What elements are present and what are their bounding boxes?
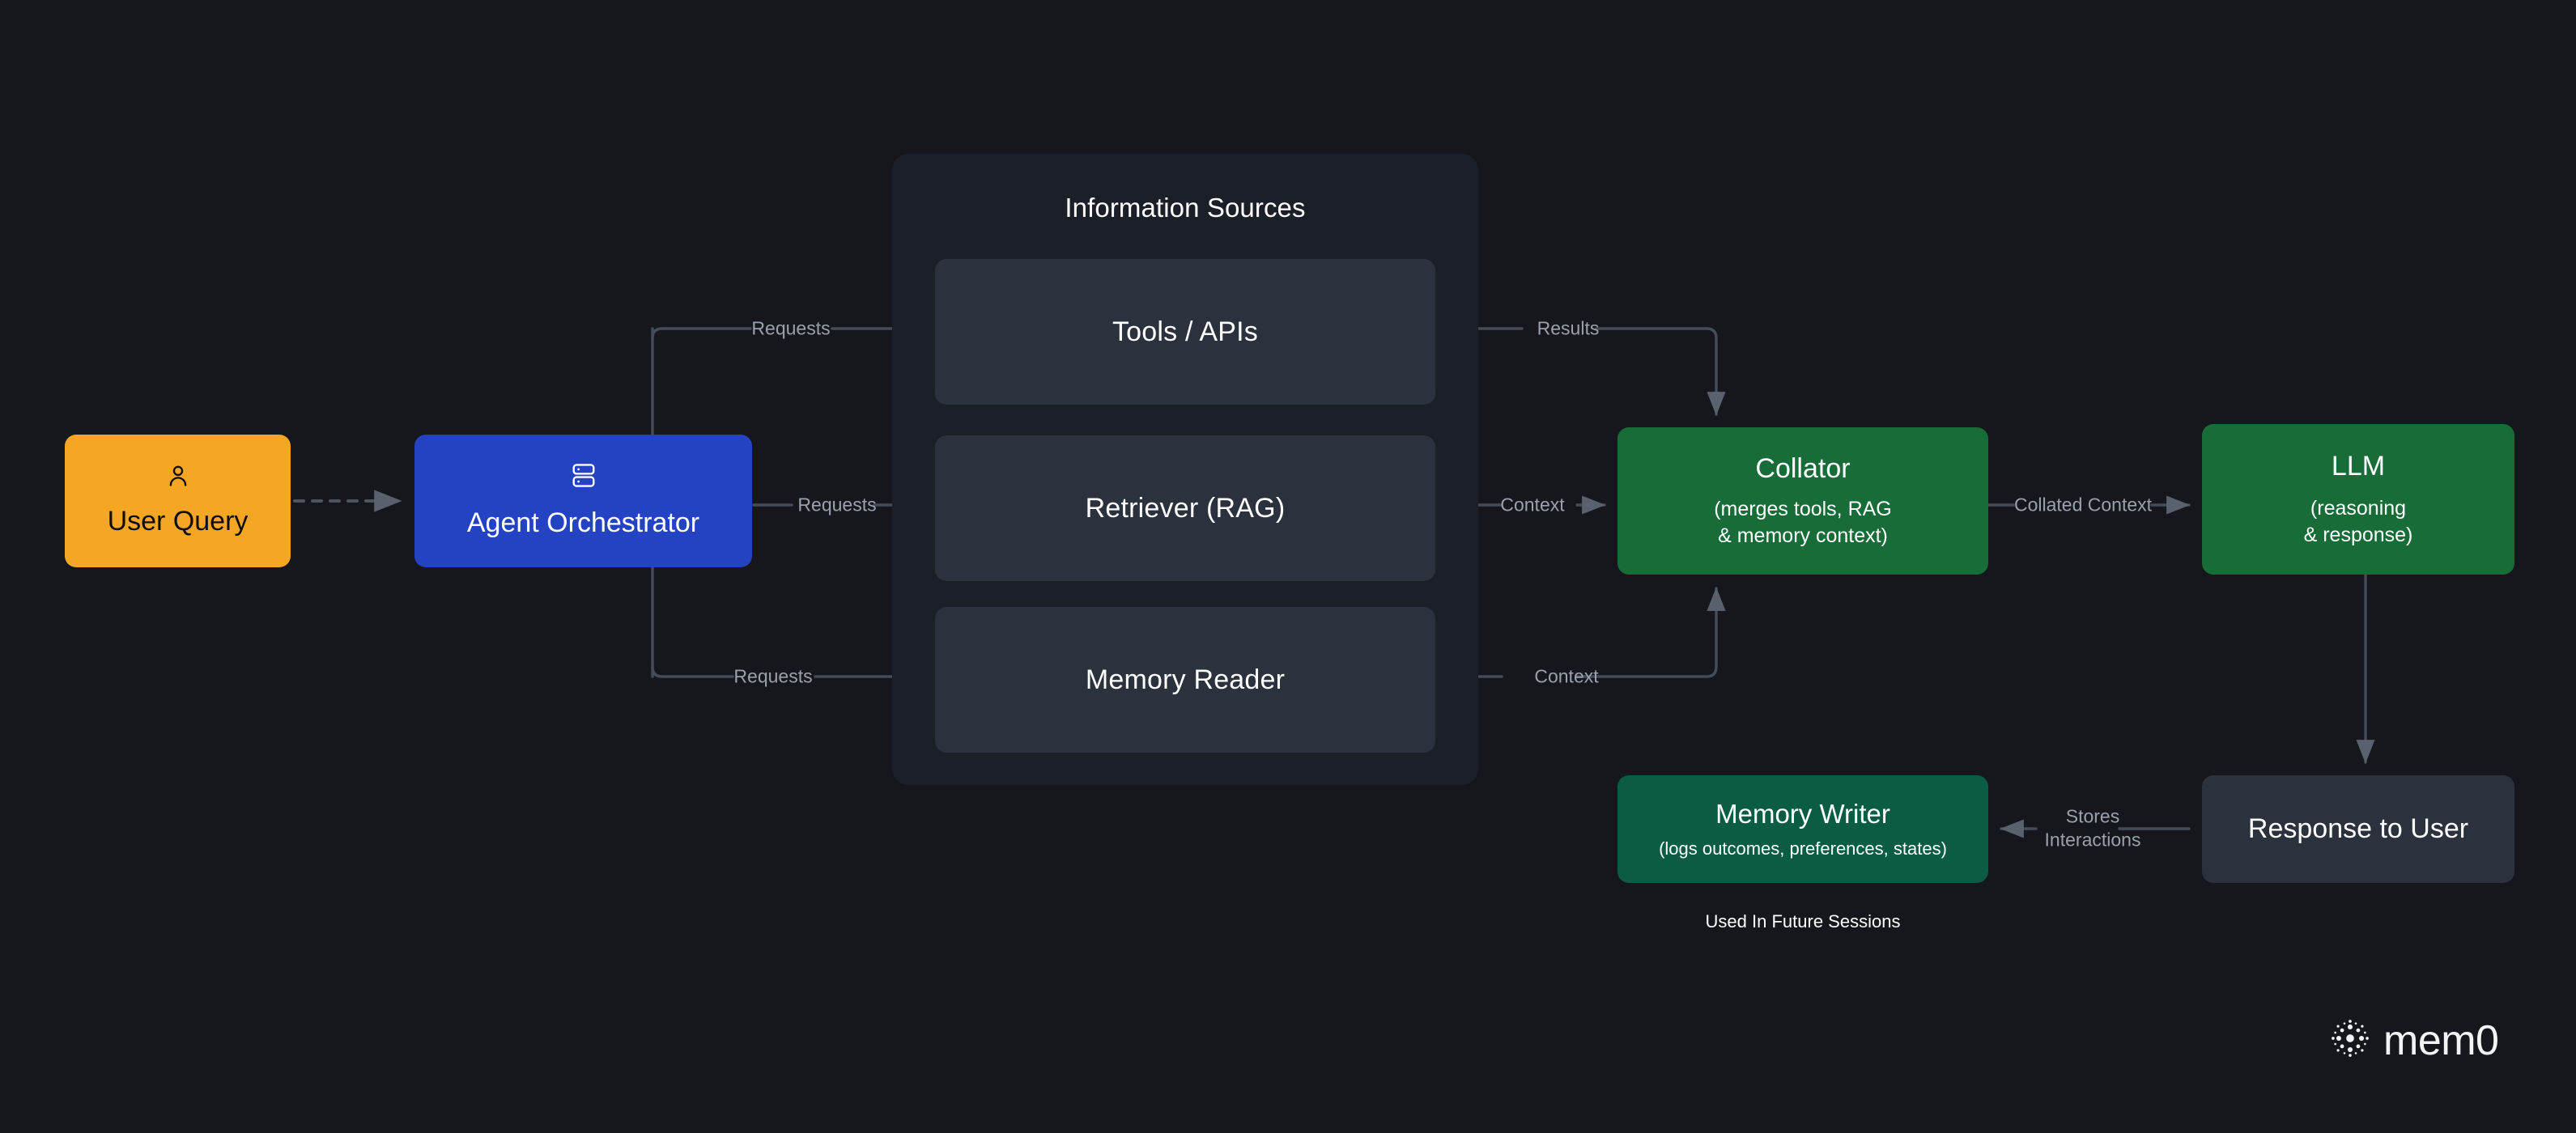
node-label: Agent Orchestrator: [466, 507, 700, 539]
edge-requests-tools-a: [651, 327, 752, 340]
node-subtitle-line1: (merges tools, RAG: [1714, 497, 1892, 520]
node-title: Memory Writer: [1715, 798, 1890, 829]
edge-context-memory-b: [1575, 587, 1726, 678]
edge-label-requests-memory: Requests: [733, 665, 813, 687]
node-subtitle-line2: & response): [2303, 523, 2413, 546]
edge-requests-memory-a: [651, 665, 734, 678]
node-response-to-user[interactable]: Response to User: [2202, 775, 2514, 883]
node-label: User Query: [107, 506, 249, 537]
edge-results-b: [1595, 327, 1726, 416]
source-card-label: Tools / APIs: [1112, 316, 1259, 347]
edge-label-requests-tools: Requests: [751, 317, 831, 339]
node-user-query[interactable]: User Query: [65, 435, 291, 567]
node-agent-orchestrator[interactable]: Agent Orchestrator: [414, 435, 752, 567]
node-subtitle-line1: (reasoning: [2310, 496, 2407, 520]
node-title: LLM: [2331, 451, 2386, 482]
edge-label-collated-context: Collated Context: [2013, 494, 2153, 516]
node-subtitle: (logs outcomes, preferences, states): [1659, 838, 1947, 859]
node-collator[interactable]: Collator (merges tools, RAG & memory con…: [1617, 427, 1988, 575]
edge-label-context-memory: Context: [1534, 665, 1599, 687]
edge-label-requests-retriever: Requests: [797, 494, 877, 516]
edge-label-context-retriever: Context: [1500, 494, 1565, 516]
node-title: Collator: [1755, 453, 1851, 485]
node-memory-writer[interactable]: Memory Writer (logs outcomes, preference…: [1617, 775, 1988, 883]
panel-title: Information Sources: [1065, 193, 1306, 223]
edge-label-stores-interactions: Stores Interactions: [2045, 805, 2141, 853]
edge-label-line1: Stores: [2065, 805, 2120, 827]
source-card-tools-apis[interactable]: Tools / APIs: [935, 259, 1435, 405]
brand-wordmark: mem0: [2383, 1016, 2499, 1064]
edge-label-results-tools: Results: [1537, 317, 1600, 339]
source-card-retriever-rag[interactable]: Retriever (RAG): [935, 435, 1435, 581]
mem0-radial-dots-icon: [2328, 1016, 2372, 1064]
source-card-memory-reader[interactable]: Memory Reader: [935, 607, 1435, 753]
information-sources-panel: Information Sources Tools / APIs Retriev…: [892, 154, 1478, 785]
source-card-label: Retriever (RAG): [1085, 492, 1286, 524]
edge-label-line2: Interactions: [2044, 830, 2141, 851]
node-subtitle-line2: & memory context): [1718, 524, 1888, 547]
node-label: Response to User: [2247, 813, 2469, 844]
caption-used-in-future-sessions: Used In Future Sessions: [1705, 911, 1901, 931]
server-stack-icon: [571, 462, 597, 494]
source-card-label: Memory Reader: [1085, 664, 1286, 695]
node-llm[interactable]: LLM (reasoning & response): [2202, 424, 2514, 575]
user-icon: [166, 464, 190, 494]
brand-logo: mem0: [2328, 1016, 2499, 1064]
